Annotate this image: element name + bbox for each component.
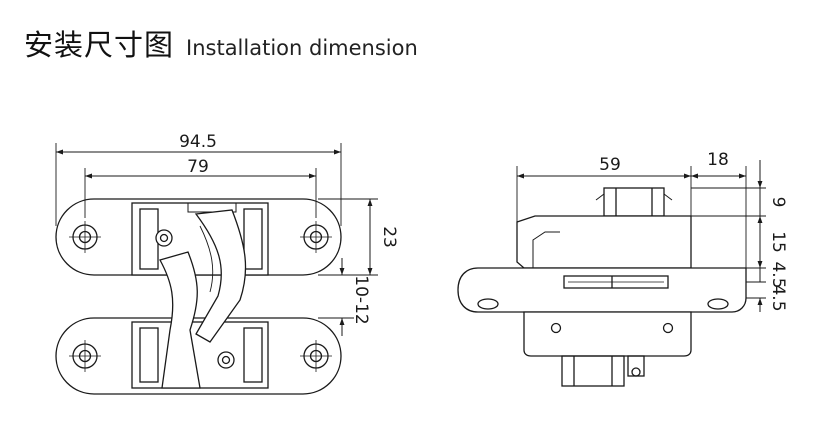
title-chinese: 安装尺寸图 bbox=[24, 28, 175, 62]
dim-overall-width: 94.5 bbox=[179, 132, 217, 152]
dim-body-length: 59 bbox=[599, 155, 621, 175]
side-lower-body bbox=[523, 311, 692, 357]
side-bottom-connector bbox=[561, 355, 625, 387]
side-view bbox=[457, 160, 766, 387]
pivot-pin-lower bbox=[217, 351, 235, 369]
dim-gap: 10-12 bbox=[351, 275, 371, 324]
side-bottom-screw bbox=[627, 355, 645, 377]
flange-hole-left bbox=[477, 298, 499, 310]
hinge-arm-right bbox=[194, 209, 247, 343]
front-extension-lines bbox=[55, 143, 378, 319]
side-flange-plate bbox=[457, 267, 747, 313]
dim-leaf-height: 23 bbox=[379, 226, 399, 248]
lower-screw-left bbox=[550, 322, 562, 334]
title-english: Installation dimension bbox=[186, 36, 418, 60]
pivot-pin-upper bbox=[155, 229, 173, 247]
front-view bbox=[55, 143, 378, 395]
side-main-body bbox=[516, 215, 692, 269]
dim-lower: 4.5 bbox=[768, 261, 788, 288]
dim-hole-spacing: 79 bbox=[187, 157, 209, 177]
lower-leaf-plate bbox=[55, 317, 342, 395]
flange-hole-right bbox=[707, 298, 729, 310]
dim-top: 9 bbox=[768, 197, 788, 208]
hinge-arm-left bbox=[159, 251, 201, 389]
page-title: 安装尺寸图 Installation dimension bbox=[24, 22, 418, 66]
dim-middle: 15 bbox=[768, 231, 788, 253]
side-top-connector bbox=[603, 187, 665, 217]
side-slide-rail bbox=[563, 275, 669, 289]
dim-offset: 18 bbox=[707, 150, 729, 170]
dim-bottom: 4.5 bbox=[768, 284, 788, 311]
lower-screw-right bbox=[662, 322, 674, 334]
